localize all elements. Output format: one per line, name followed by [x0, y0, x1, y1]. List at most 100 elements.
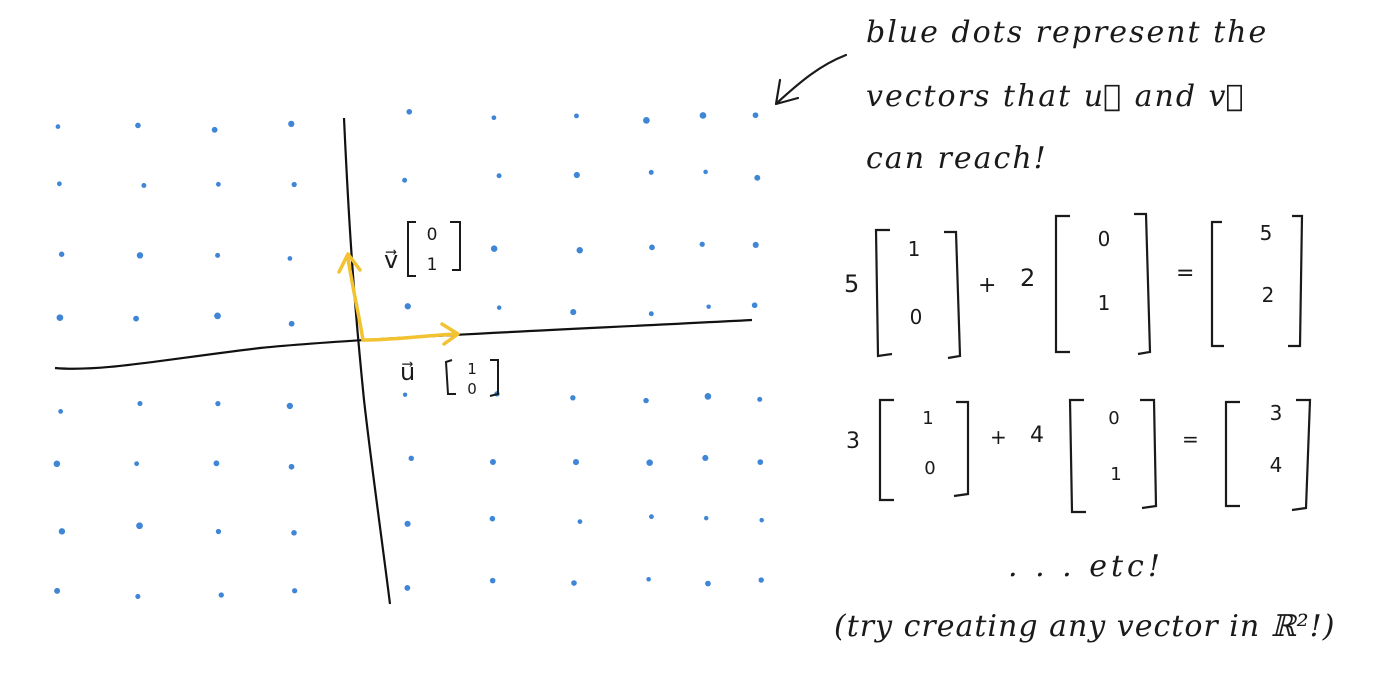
lattice-dot: [135, 122, 141, 129]
lattice-dot: [754, 174, 761, 181]
x-axis: [54, 318, 753, 370]
bracket-left: [407, 221, 416, 277]
lattice-dot: [699, 112, 707, 119]
lattice-dot: [757, 396, 763, 402]
lattice-dot: [489, 577, 496, 584]
lattice-dot: [752, 112, 759, 119]
annotation-line-3: can reach!: [866, 141, 1048, 176]
lattice-dot: [137, 400, 143, 407]
bracket-right: [489, 359, 499, 397]
eq2-result-bottom: 4: [1270, 453, 1283, 477]
lattice-dot: [214, 312, 221, 320]
annotation-arrow-head: [774, 78, 800, 106]
eq2-plus: +: [990, 425, 1007, 449]
bracket-left: [444, 359, 456, 395]
eq1-result-top: 5: [1260, 221, 1273, 245]
lattice-dot: [752, 241, 759, 248]
bracket-right: [1288, 214, 1304, 348]
eq2-e2-bottom: 1: [1110, 464, 1121, 485]
lattice-dot: [570, 309, 577, 316]
lattice-dot: [491, 115, 497, 121]
eq1-equals: =: [1176, 261, 1194, 286]
bracket-left: [1224, 400, 1240, 508]
basis-v-arrowhead: [337, 252, 362, 274]
lattice-dot: [643, 397, 649, 404]
lattice-dot: [574, 113, 579, 119]
lattice-dot: [408, 455, 414, 461]
bracket-right: [953, 400, 970, 498]
basis-u-top: 1: [467, 360, 477, 378]
lattice-dot: [288, 320, 295, 327]
basis-v-arrow: [346, 256, 365, 342]
etc-text: . . . etc!: [1008, 549, 1164, 584]
bracket-left: [1210, 220, 1224, 348]
lattice-dot: [702, 454, 709, 462]
bracket-left: [1068, 398, 1086, 514]
basis-u-bottom: 0: [467, 380, 477, 398]
lattice-dot: [489, 458, 496, 465]
lattice-dot: [288, 463, 295, 470]
lattice-dot: [56, 314, 64, 322]
lattice-dot: [292, 588, 298, 594]
lattice-dot: [648, 311, 654, 317]
lattice-dot: [758, 577, 764, 583]
basis-v-label-group: v⃗ 0 1: [384, 221, 461, 277]
lattice-dot: [404, 585, 411, 591]
lattice-dot: [215, 401, 221, 407]
eq2-coef-2: 4: [1030, 423, 1044, 448]
lattice-dot: [404, 520, 411, 527]
eq2-e1-top: 1: [922, 408, 933, 429]
annotation-arrow-shaft: [776, 53, 848, 104]
annotation-arrow: [774, 53, 848, 106]
bracket-left: [874, 228, 893, 358]
lattice-dot: [646, 459, 653, 466]
lattice-dot: [134, 461, 140, 467]
lattice-dot: [141, 182, 147, 188]
lattice-dot: [291, 530, 297, 536]
lattice-dot: [215, 252, 221, 258]
reachable-vector-dots: [53, 108, 764, 599]
lattice-dot: [288, 120, 295, 127]
lattice-dot: [706, 304, 711, 309]
eq1-coef-2: 2: [1020, 264, 1035, 292]
annotation-line-1: blue dots represent the: [866, 15, 1268, 50]
lattice-dot: [699, 241, 705, 247]
basis-v-bottom: 1: [427, 255, 438, 275]
bracket-left: [1054, 214, 1070, 354]
lattice-dot: [135, 593, 141, 599]
lattice-dot: [406, 108, 413, 115]
lattice-dot: [757, 459, 764, 466]
eq1-e2-top: 0: [1098, 227, 1111, 251]
lattice-dot: [213, 460, 220, 467]
lattice-dot: [402, 392, 408, 397]
lattice-dot: [136, 522, 143, 530]
bracket-right: [1291, 398, 1312, 512]
lattice-dot: [490, 245, 498, 252]
basis-v-label: v⃗: [384, 246, 398, 274]
hint-text: (try creating any vector in ℝ²!): [834, 609, 1335, 644]
eq2-e1-bottom: 0: [924, 458, 935, 479]
lattice-dot: [286, 402, 293, 410]
lattice-dot: [496, 173, 502, 179]
lattice-dot: [643, 117, 650, 124]
lattice-dot: [648, 169, 654, 175]
lattice-dot: [759, 517, 764, 523]
lattice-dot: [58, 409, 64, 414]
basis-u-label-group: u⃗ 1 0: [400, 358, 499, 398]
lattice-dot: [287, 256, 293, 261]
lattice-dot: [133, 315, 139, 322]
lattice-dot: [704, 393, 712, 400]
lattice-dot: [646, 577, 651, 582]
lattice-dot: [402, 177, 408, 183]
y-axis: [342, 117, 392, 605]
bracket-right: [1140, 398, 1158, 510]
basis-u-label: u⃗: [400, 358, 415, 386]
eq2-e2-top: 0: [1108, 408, 1119, 429]
eq2-coef-1: 3: [846, 429, 860, 454]
lattice-dot: [404, 303, 411, 310]
lattice-dot: [58, 251, 65, 257]
bracket-left: [878, 398, 894, 502]
equation-2: 3 1 0 + 4 0 1 = 3 4: [846, 398, 1312, 514]
lattice-dot: [218, 592, 224, 598]
